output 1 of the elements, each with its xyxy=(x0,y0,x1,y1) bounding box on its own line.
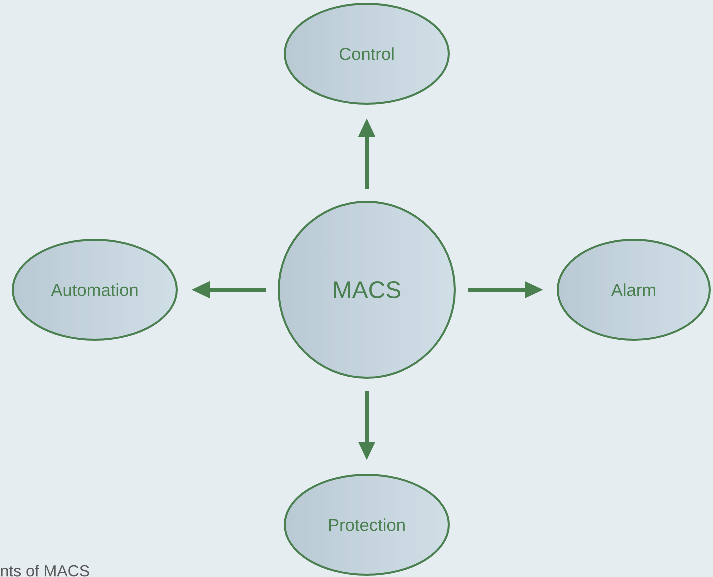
caption: nts of MACS xyxy=(1,564,90,577)
